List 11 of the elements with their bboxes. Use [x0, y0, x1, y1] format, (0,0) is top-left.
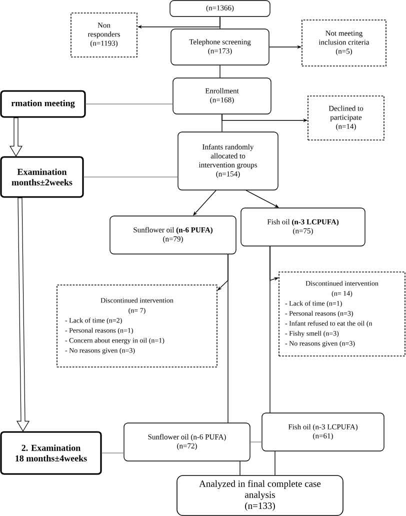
connector-line — [274, 450, 276, 476]
stage-box: 2. Examination 18 months±4weeks — [0, 431, 102, 475]
block-arrow — [16, 198, 30, 432]
connector-line — [250, 441, 262, 443]
stage-box: Examination months±2weeks — [0, 156, 84, 198]
connector-line — [84, 176, 178, 178]
stage-box: rmation meeting — [0, 90, 86, 118]
result-box: Analyzed in final complete case analysis (n=133) — [176, 475, 344, 516]
connector-line — [86, 103, 173, 105]
block-arrow — [9, 118, 23, 157]
connector-line — [102, 452, 124, 454]
